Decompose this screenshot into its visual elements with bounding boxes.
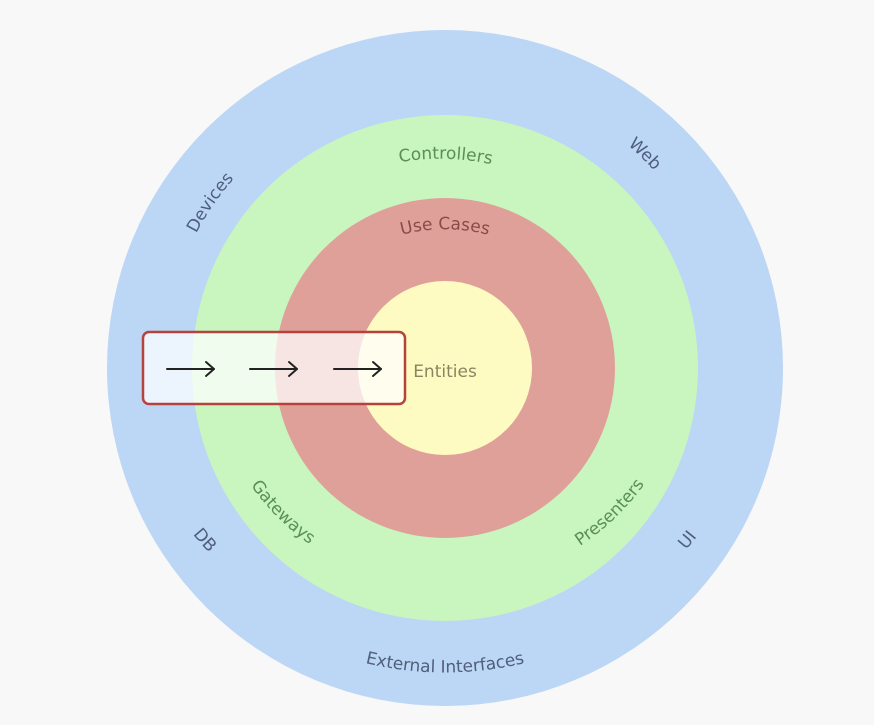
right-arrow-icon (166, 361, 215, 377)
label-entities: Entities (413, 362, 477, 382)
right-arrow-icon (249, 361, 298, 377)
dependency-box (141, 330, 407, 406)
right-arrow-icon (333, 361, 382, 377)
core-circle (358, 281, 532, 455)
